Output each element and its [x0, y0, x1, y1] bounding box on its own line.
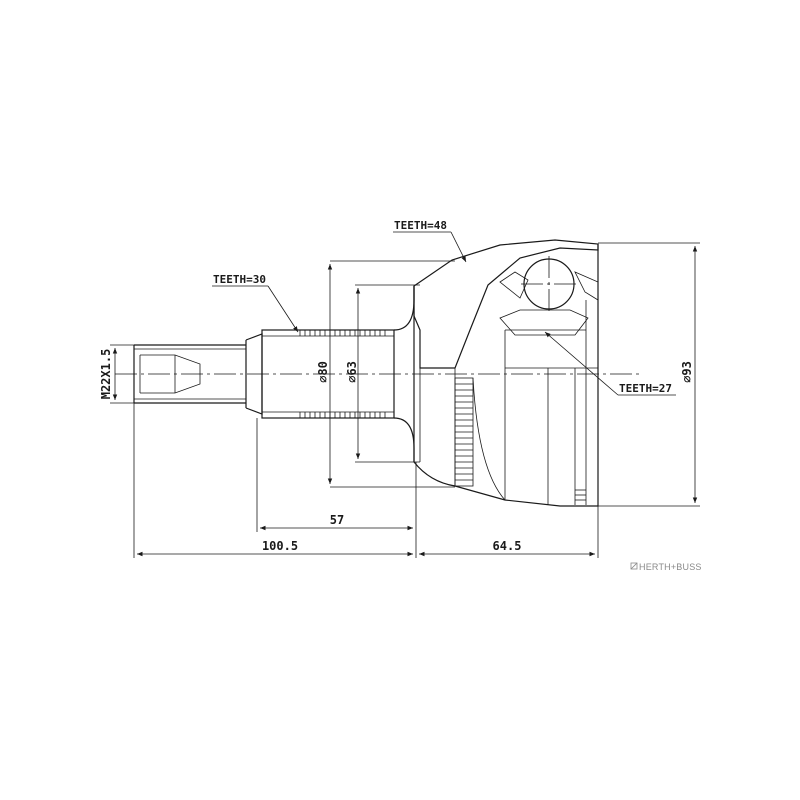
dim-label-dia80: ⌀80: [316, 361, 330, 383]
dim-label-100-5: 100.5: [262, 539, 298, 553]
dimension-57: [256, 418, 417, 532]
dimension-dia93: [598, 242, 700, 507]
brand-logo: [630, 562, 638, 570]
label-teeth-48: TEETH=48: [394, 219, 447, 232]
housing-section-hatch: [413, 239, 599, 369]
dimension-dia63: [355, 284, 420, 463]
thread-stub: [133, 340, 247, 408]
abs-ring: [454, 377, 474, 487]
dimension-100-5: [133, 403, 417, 558]
dimension-dia80: [327, 260, 455, 488]
dim-label-thread: M22X1.5: [99, 349, 113, 400]
dim-label-57: 57: [330, 513, 344, 527]
callout-teeth-30: [212, 285, 299, 333]
brand-text: HERTH+BUSS: [639, 562, 702, 572]
callout-teeth-27: [544, 331, 676, 396]
dim-label-dia93: ⌀93: [680, 361, 694, 383]
label-teeth-27: TEETH=27: [619, 382, 672, 395]
label-teeth-30: TEETH=30: [213, 273, 266, 286]
dimension-64-5: [419, 506, 599, 558]
dimension-thread: [110, 344, 134, 404]
dim-label-dia63: ⌀63: [345, 361, 359, 383]
dim-label-64-5: 64.5: [493, 539, 522, 553]
joint-housing: [393, 239, 599, 507]
callout-teeth-48: [393, 231, 467, 263]
